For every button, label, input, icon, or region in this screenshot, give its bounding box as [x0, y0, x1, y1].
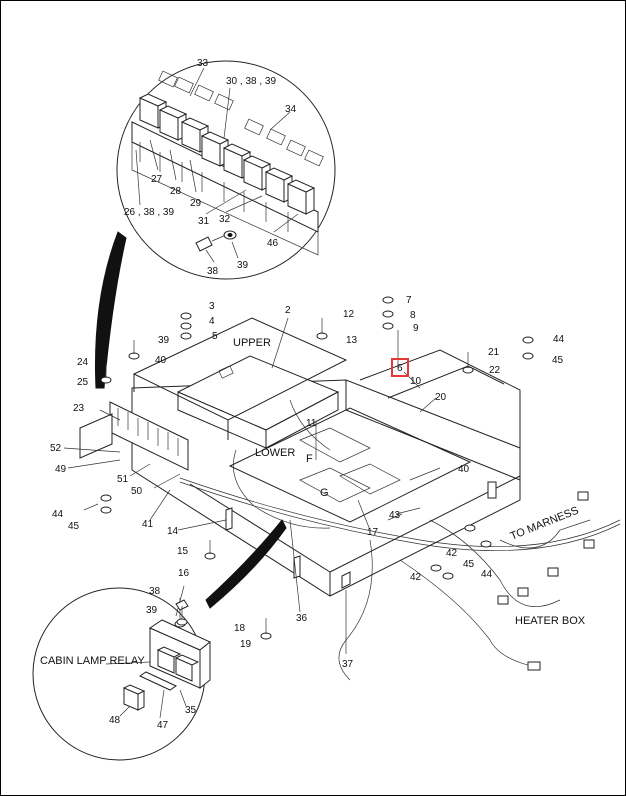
- callout-42-upper: 42: [446, 548, 458, 559]
- callout-24: 24: [77, 357, 89, 368]
- callout-40-left: 40: [155, 355, 167, 366]
- callout-39-bottom: 39: [146, 605, 158, 616]
- callout-41: 41: [142, 519, 154, 530]
- callout-44-lower: 44: [481, 569, 493, 580]
- callout-13: 13: [346, 335, 358, 346]
- callout-51: 51: [117, 474, 129, 485]
- callout-17: 17: [367, 527, 379, 538]
- callout-44-right: 44: [553, 334, 565, 345]
- callout-33: 33: [197, 58, 209, 69]
- callout-40-right: 40: [458, 464, 470, 475]
- label-upper: UPPER: [233, 337, 271, 349]
- label-g: G: [320, 487, 329, 499]
- label-to-harness: TO MARNESS: [509, 504, 581, 542]
- callout-labels: 33 30 , 38 , 39 34 27 28 29 26 , 38 , 39…: [50, 58, 565, 731]
- relay-label-strip: [158, 70, 324, 167]
- callout-16: 16: [178, 568, 190, 579]
- fuse-relay-block: [79, 401, 189, 471]
- callout-38-bottom: 38: [149, 586, 161, 597]
- callout-39-mid: 39: [158, 335, 170, 346]
- callout-7: 7: [406, 295, 412, 306]
- callout-14: 14: [167, 526, 179, 537]
- cabin-lamp-relay-detail: [32, 519, 287, 761]
- callout-6: 6: [397, 363, 403, 374]
- highlight-box: [391, 358, 409, 377]
- callout-20: 20: [435, 392, 447, 403]
- callout-46: 46: [267, 238, 279, 249]
- callout-12: 12: [343, 309, 355, 320]
- callout-52: 52: [50, 443, 62, 454]
- callout-30: 30 , 38 , 39: [226, 76, 276, 87]
- callout-23: 23: [73, 403, 85, 414]
- relay-row: [138, 93, 316, 215]
- callout-36: 36: [296, 613, 308, 624]
- callout-44-left: 44: [52, 509, 64, 520]
- callout-48: 48: [109, 715, 121, 726]
- callout-37: 37: [342, 659, 354, 670]
- callout-50: 50: [131, 486, 143, 497]
- callout-25: 25: [77, 377, 89, 388]
- callout-22: 22: [489, 365, 501, 376]
- screw-icon: [195, 230, 237, 252]
- relay-panel-detail: [116, 60, 336, 280]
- detail-pointer-bottom: [205, 519, 287, 609]
- callout-28: 28: [170, 186, 182, 197]
- callout-9: 9: [413, 323, 419, 334]
- callout-11: 11: [306, 418, 317, 429]
- callout-15: 15: [177, 546, 189, 557]
- callout-2: 2: [285, 305, 291, 316]
- main-assembly: [63, 296, 621, 681]
- callout-18: 18: [234, 623, 246, 634]
- callout-47: 47: [157, 720, 169, 731]
- callout-45-lower: 45: [463, 559, 475, 570]
- callout-26: 26 , 38 , 39: [124, 207, 174, 218]
- callout-4: 4: [209, 316, 215, 327]
- callout-42-lower: 42: [410, 572, 422, 583]
- callout-38-top: 38: [207, 266, 219, 277]
- callout-34: 34: [285, 104, 297, 115]
- callout-45-right: 45: [552, 355, 564, 366]
- callout-8: 8: [410, 310, 416, 321]
- callout-5: 5: [212, 331, 218, 342]
- callout-10: 10: [410, 376, 422, 387]
- callout-3: 3: [209, 301, 215, 312]
- callout-19: 19: [240, 639, 252, 650]
- callout-27: 27: [151, 174, 163, 185]
- callout-39-top: 39: [237, 260, 249, 271]
- callout-35: 35: [185, 705, 197, 716]
- callout-43: 43: [389, 510, 401, 521]
- detail-pointer: [94, 231, 127, 389]
- callout-32: 32: [219, 214, 231, 225]
- label-cabin-lamp-relay: CABIN LAMP RELAY: [40, 655, 145, 667]
- callout-49: 49: [55, 464, 67, 475]
- callout-45-left: 45: [68, 521, 80, 532]
- label-lower: LOWER: [255, 447, 295, 459]
- label-f: F: [306, 453, 313, 465]
- label-heater-box: HEATER BOX: [515, 615, 586, 627]
- callout-29: 29: [190, 198, 202, 209]
- callout-31: 31: [198, 216, 210, 227]
- callout-21: 21: [488, 347, 500, 358]
